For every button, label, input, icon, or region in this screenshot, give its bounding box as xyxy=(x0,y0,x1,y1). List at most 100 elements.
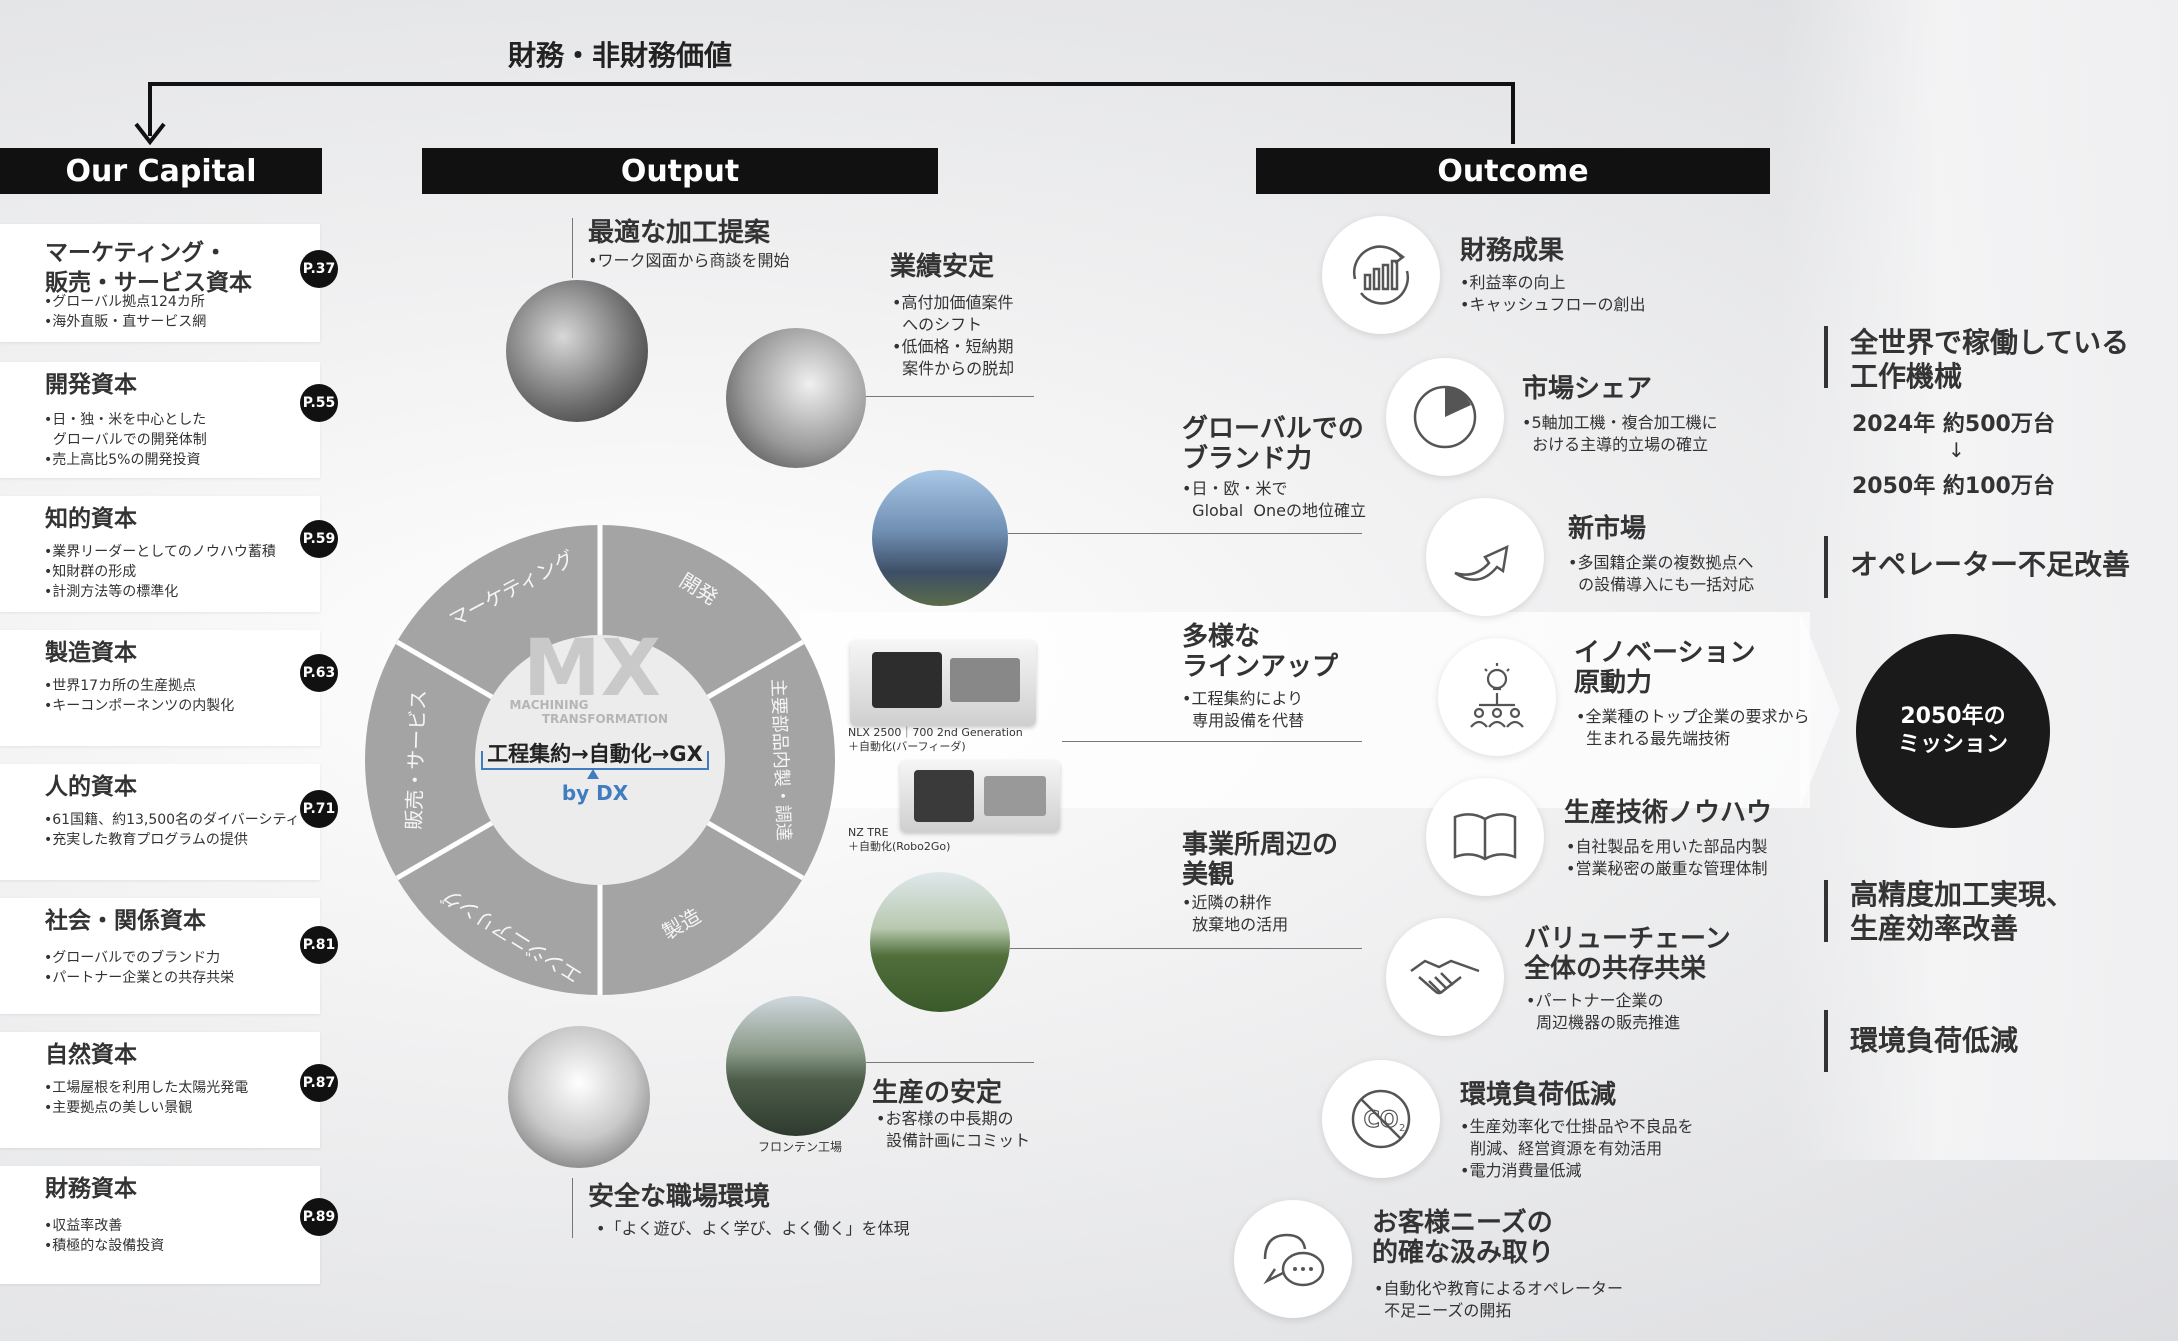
capital-bullet: •売上高比5%の開発投資 xyxy=(44,452,201,468)
brand-leader xyxy=(1008,533,1362,534)
right-fade-panel xyxy=(1780,0,2178,1160)
outcome-title-know-how: 生産技術ノウハウ xyxy=(1564,798,1773,828)
mission-machines-title: 全世界で稼働している 工作機械 xyxy=(1850,326,2130,393)
outcome-title-needs: お客様ニーズの 的確な汲み取り xyxy=(1372,1208,1555,1268)
capital-bullet: •知財群の形成 xyxy=(44,564,137,580)
capital-bullet: グローバルでの開発体制 xyxy=(44,432,207,448)
svg-text:CO: CO xyxy=(1364,1108,1399,1133)
capital-card-social: 社会・関係資本 P.81 •グローバルでのブランド力 •パートナー企業との共存共… xyxy=(0,898,338,1014)
capital-bullet: •充実した教育プログラムの提供 xyxy=(44,832,248,848)
page-badge[interactable]: P.89 xyxy=(300,1198,338,1236)
photo-office-workers xyxy=(508,1026,650,1168)
photo-nlx-machine xyxy=(850,640,1036,726)
capital-bullet: •キーコンポーネンツの内製化 xyxy=(44,698,235,714)
frontier-caption: フロンテン工場 xyxy=(758,1140,843,1154)
lineup-leader xyxy=(1062,741,1362,742)
mission-machines-arrow: ↓ xyxy=(1948,438,1965,462)
capital-card-financial: 財務資本 P.89 •収益率改善 •積極的な設備投資 xyxy=(0,1166,338,1284)
mission-bar-3 xyxy=(1824,880,1828,942)
proposal-leader xyxy=(572,218,573,278)
mission-bar-4 xyxy=(1824,1010,1828,1072)
feedback-bracket xyxy=(134,82,1515,146)
mission-environment: 環境負荷低減 xyxy=(1850,1024,2019,1057)
capital-bullet: •計測方法等の標準化 xyxy=(44,584,179,600)
capital-title: 人的資本 xyxy=(45,774,137,800)
mission-machines-2050: 2050年 約100万台 xyxy=(1852,474,2055,499)
top-label: 財務・非財務価値 xyxy=(508,39,733,72)
capital-bullet: •パートナー企業との共存共栄 xyxy=(44,970,235,986)
outcome-title-share: 市場シェア xyxy=(1522,374,1653,404)
header-output: Output xyxy=(422,148,938,194)
page-badge[interactable]: P.71 xyxy=(300,790,338,828)
page-badge[interactable]: P.81 xyxy=(300,926,338,964)
header-our-capital: Our Capital xyxy=(0,148,322,194)
capital-bullet: •世界17カ所の生産拠点 xyxy=(44,678,197,694)
mission-bar-1 xyxy=(1824,326,1828,388)
mx-logo: MX xyxy=(523,624,661,714)
page-badge[interactable]: P.63 xyxy=(300,654,338,692)
photo-frontier-plant xyxy=(726,996,866,1136)
outcome-title-newmarket: 新市場 xyxy=(1568,514,1647,544)
capital-bullet: •収益率改善 xyxy=(44,1218,123,1234)
capital-title: 社会・関係資本 xyxy=(45,908,206,934)
capital-bullet: •積極的な設備投資 xyxy=(44,1238,165,1254)
outcome-text-share: •5軸加工機・複合加工機に おける主導的立場の確立 xyxy=(1522,413,1718,454)
output-lineup-text: •工程集約により 専用設備を代替 xyxy=(1182,689,1305,730)
output-stable-text: •高付加価値案件 へのシフト •低価格・短納期 案件からの脱却 xyxy=(892,293,1015,378)
lightbulb-team-icon xyxy=(1470,663,1524,728)
output-safety-title: 安全な職場環境 xyxy=(588,1182,771,1212)
page-badge[interactable]: P.59 xyxy=(300,520,338,558)
capital-card-manufacturing: 製造資本 P.63 •世界17カ所の生産拠点 •キーコンポーネンツの内製化 xyxy=(0,630,338,746)
photo-consultation xyxy=(506,280,648,422)
safety-leader xyxy=(572,1178,573,1238)
capital-bullet: •グローバル拠点124カ所 xyxy=(44,294,205,310)
photo-headquarters xyxy=(872,470,1008,606)
stable-leader xyxy=(866,396,1034,397)
output-safety-text: •「よく遊び、よく学び、よく働く」を体現 xyxy=(596,1219,910,1238)
capital-bullet: •主要拠点の美しい景観 xyxy=(44,1100,193,1116)
capital-card-human: 人的資本 P.71 •61国籍、約13,500名のダイバーシティ •充実した教育… xyxy=(0,764,338,880)
outcome-title-value-chain: バリューチェーン 全体の共存共栄 xyxy=(1524,924,1731,984)
capital-bullet: •海外直販・直サービス網 xyxy=(44,314,207,330)
capital-card-natural: 自然資本 P.87 •工場屋根を利用した太陽光発電 •主要拠点の美しい景観 xyxy=(0,1032,338,1148)
capital-title: 自然資本 xyxy=(45,1042,137,1068)
rising-arrow-icon xyxy=(1454,544,1509,581)
capital-title: 知的資本 xyxy=(45,506,137,532)
page-badge[interactable]: P.87 xyxy=(300,1064,338,1102)
open-book-icon xyxy=(1453,813,1517,861)
outcome-title-innovation: イノベーション 原動力 xyxy=(1574,638,1756,698)
capital-title: マーケティング・ 販売・サービス資本 xyxy=(45,240,252,296)
mission-2050-label: 2050年の ミッション xyxy=(1897,704,2008,757)
photo-factory-automation xyxy=(726,328,866,468)
outcome-icon-circle-financial xyxy=(1322,216,1440,334)
capital-bullet: •グローバルでのブランド力 xyxy=(44,950,221,966)
outcome-icon-circle-share xyxy=(1386,358,1504,476)
mission-bar-2 xyxy=(1824,536,1828,598)
outcome-icon-circle-innovation xyxy=(1438,638,1556,756)
capital-card-marketing: マーケティング・ 販売・サービス資本 P.37 •グローバル拠点124カ所 •海… xyxy=(0,224,338,342)
capital-title: 開発資本 xyxy=(45,372,137,398)
page-badge[interactable]: P.55 xyxy=(300,384,338,422)
outcome-text-newmarket: •多国籍企業の複数拠点へ の設備導入にも一括対応 xyxy=(1568,553,1755,594)
outcome-text-value-chain: •パートナー企業の 周辺機器の販売推進 xyxy=(1526,991,1681,1032)
svg-text:2: 2 xyxy=(1399,1123,1405,1134)
capital-bullet: •工場屋根を利用した太陽光発電 xyxy=(44,1080,249,1096)
outcome-title-financial: 財務成果 xyxy=(1460,236,1565,266)
output-stable-title: 業績安定 xyxy=(890,252,995,282)
output-proposal-title: 最適な加工提案 xyxy=(588,218,771,248)
mx-sub-transformation: TRANSFORMATION xyxy=(542,712,668,726)
mission-operator: オペレーター不足改善 xyxy=(1850,548,2131,581)
output-brand-title: グローバルでの ブランド力 xyxy=(1182,414,1364,474)
mx-business-wheel: マーケティング 開発 主要部品内製・調達 製造 エンジニアリング 販売・サービス… xyxy=(365,525,835,995)
capital-bullet: •業界リーダーとしてのノウハウ蓄積 xyxy=(44,544,276,560)
outcome-text-financial: •利益率の向上 •キャッシュフローの創出 xyxy=(1460,273,1646,314)
output-landscape-title: 事業所周辺の 美観 xyxy=(1182,830,1339,890)
output-lineup-title: 多様な ラインアップ xyxy=(1182,622,1339,682)
photo-farmland xyxy=(870,872,1010,1012)
capital-title: 製造資本 xyxy=(45,640,137,666)
mission-machines-2024: 2024年 約500万台 xyxy=(1852,412,2055,437)
page-badge[interactable]: P.37 xyxy=(300,250,338,288)
segment-sales-service: 販売・サービス xyxy=(402,689,431,830)
capital-bullet: •61国籍、約13,500名のダイバーシティ xyxy=(44,812,300,828)
